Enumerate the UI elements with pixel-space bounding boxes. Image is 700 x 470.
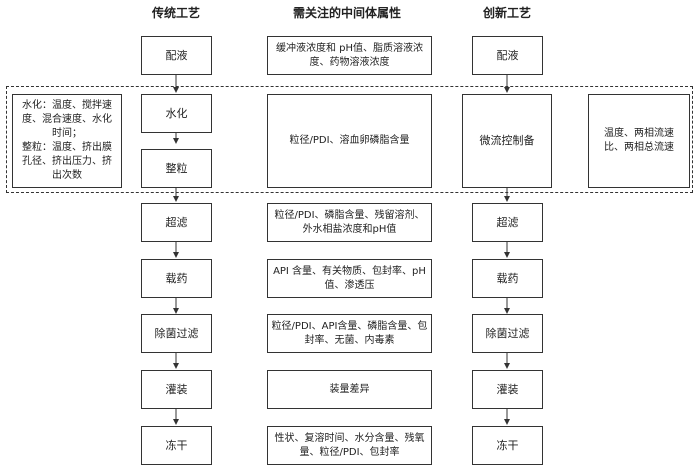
attr-zaiyao: API 含量、有关物质、包封率、pH值、渗透压	[267, 259, 432, 298]
inno-step-zaiyao: 载药	[472, 259, 543, 298]
trad-step-peiye: 配液	[141, 36, 212, 75]
attr-donggan: 性状、复溶时间、水分含量、残氧量、粒径/PDI、包封率	[267, 426, 432, 465]
microfluidic-scope-dashed-box	[6, 86, 693, 193]
trad-step-chaolv: 超滤	[141, 203, 212, 242]
inno-step-chujun: 除菌过滤	[472, 314, 543, 353]
inno-step-peiye: 配液	[472, 36, 543, 75]
header-traditional: 传统工艺	[151, 6, 200, 20]
trad-step-guanzhuang: 灌装	[141, 370, 212, 409]
trad-step-zaiyao: 载药	[141, 259, 212, 298]
inno-step-microfluidic: 微流控制备	[462, 94, 552, 188]
trad-step-shuihua: 水化	[141, 94, 212, 133]
header-attributes: 需关注的中间体属性	[292, 6, 401, 20]
attr-guanzhuang: 装量差异	[267, 370, 432, 409]
right-process-params: 温度、两相流速比、两相总流速	[588, 94, 690, 188]
inno-step-donggan: 冻干	[472, 426, 543, 465]
inno-step-chaolv: 超滤	[472, 203, 543, 242]
left-process-params: 水化：温度、搅拌速度、混合速度、水化时间； 整粒：温度、挤出膜孔径、挤出压力、挤…	[12, 94, 122, 188]
trad-step-chujun: 除菌过滤	[141, 314, 212, 353]
trad-step-zhengli: 整粒	[141, 149, 212, 188]
attr-hydration-sizing: 粒径/PDI、溶血卵磷脂含量	[267, 94, 432, 188]
attr-chujun: 粒径/PDI、API含量、磷脂含量、包封率、无菌、内毒素	[267, 314, 432, 353]
trad-step-donggan: 冻干	[141, 426, 212, 465]
header-innovative: 创新工艺	[482, 6, 531, 20]
attr-chaolv: 粒径/PDI、磷脂含量、残留溶剂、外水相盐浓度和pH值	[267, 203, 432, 242]
inno-step-guanzhuang: 灌装	[472, 370, 543, 409]
attr-peiye: 缓冲液浓度和 pH值、脂质溶液浓度、药物溶液浓度	[267, 36, 432, 75]
